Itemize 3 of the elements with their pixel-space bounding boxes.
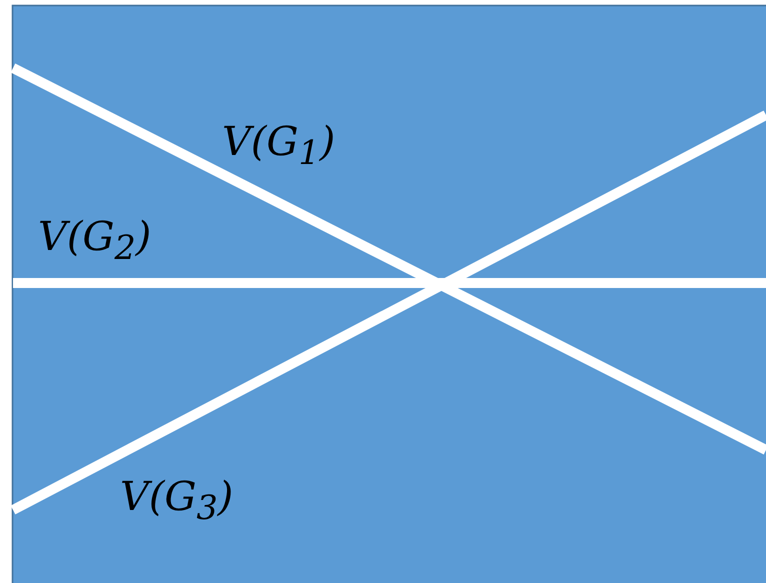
set-label: V(G$_{3}$) (120, 475, 234, 527)
set-label: V(G$_{2}$) (38, 215, 152, 267)
set-label: V(G$_{1}$) (222, 120, 336, 172)
